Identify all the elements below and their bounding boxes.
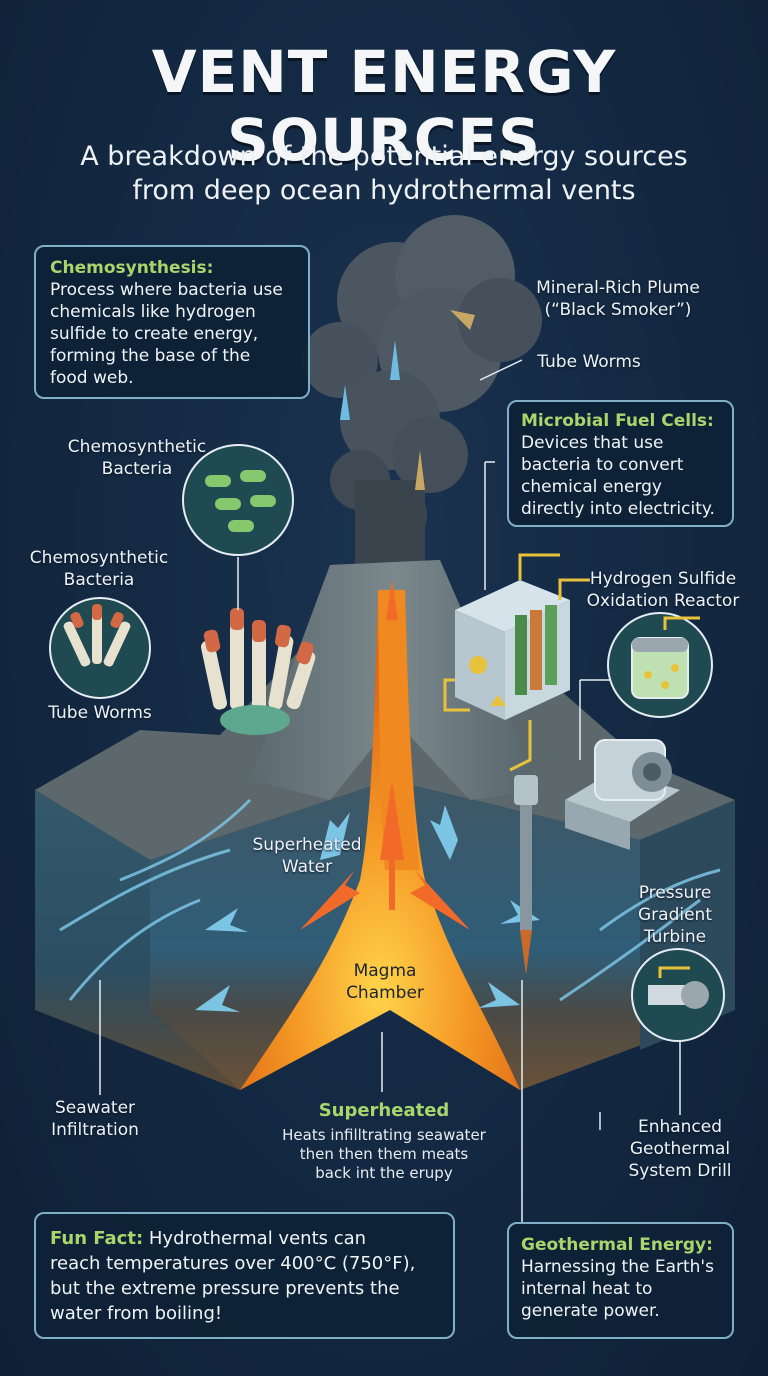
drill-icon bbox=[514, 775, 538, 975]
box-text-line: but the extreme pressure prevents the bbox=[50, 1278, 400, 1299]
smoke-plume-icon bbox=[302, 215, 542, 580]
label-line: Geothermal bbox=[629, 1139, 731, 1159]
superheated-note-text: Heats infilltrating seawater then then t… bbox=[262, 1126, 506, 1183]
label-line: Pressure bbox=[638, 883, 712, 903]
box-heading: Geothermal Energy: bbox=[521, 1235, 713, 1255]
chemosynthesis-box: Chemosynthesis: Process where bacteria u… bbox=[34, 245, 310, 399]
reactor-tank-icon bbox=[607, 612, 713, 718]
label-line: Seawater bbox=[54, 1098, 136, 1118]
label-seawater: Seawater Infiltration bbox=[30, 1097, 160, 1141]
fun-fact-first-line: Fun Fact: Hydrothermal vents can bbox=[50, 1226, 439, 1251]
box-text-line: directly into electricity. bbox=[521, 499, 715, 519]
label-line: Superheated bbox=[252, 835, 362, 855]
label-line: Water bbox=[281, 857, 333, 877]
box-heading: Fun Fact: bbox=[50, 1228, 144, 1249]
label-line: Turbine bbox=[643, 927, 707, 947]
fun-fact-box: Fun Fact: Hydrothermal vents can reach t… bbox=[34, 1212, 455, 1339]
label-line: Chemosynthetic bbox=[67, 437, 207, 457]
label-line: Bacteria bbox=[101, 459, 173, 479]
label-magma-chamber: Magma Chamber bbox=[325, 960, 445, 1004]
label-line: Mineral-Rich Plume bbox=[536, 278, 700, 298]
geothermal-energy-box: Geothermal Energy: Harnessing the Earth'… bbox=[507, 1222, 734, 1339]
turbine-gear-icon bbox=[631, 948, 725, 1042]
label-line: Chamber bbox=[346, 983, 424, 1003]
box-text-line: forming the base of the bbox=[50, 346, 251, 366]
box-text-line: water from boiling! bbox=[50, 1303, 223, 1324]
box-text-line: internal heat to bbox=[521, 1279, 653, 1299]
box-text-line: chemical energy bbox=[521, 477, 662, 497]
tube-worm-circle-icon bbox=[49, 597, 151, 699]
label-line: Oxidation Reactor bbox=[586, 591, 740, 611]
label-bacteria-1: Chemosynthetic Bacteria bbox=[52, 436, 222, 480]
label-tube-worms-left: Tube Worms bbox=[30, 702, 170, 724]
label-turbine: Pressure Gradient Turbine bbox=[620, 882, 730, 948]
box-text-line: Process where bacteria use bbox=[50, 280, 283, 300]
label-line: Magma bbox=[353, 961, 417, 981]
box-text-line: food web. bbox=[50, 368, 134, 388]
label-line: (“Black Smoker”) bbox=[544, 300, 692, 320]
note-line: then then them meats bbox=[299, 1145, 469, 1163]
microbial-fuel-cells-box: Microbial Fuel Cells: Devices that use b… bbox=[507, 400, 734, 527]
subtitle-line: from deep ocean hydrothermal vents bbox=[132, 175, 636, 206]
box-heading: Microbial Fuel Cells: bbox=[521, 411, 714, 431]
note-line: back int the erupy bbox=[315, 1164, 453, 1182]
page-title: VENT ENERGY SOURCES bbox=[151, 38, 617, 174]
label-line: Enhanced bbox=[637, 1117, 723, 1137]
superheated-note-heading: Superheated bbox=[318, 1100, 450, 1121]
box-text-line: bacteria to convert bbox=[521, 455, 684, 475]
label-line: Gradient bbox=[638, 905, 712, 925]
box-text-line: sulfide to create energy, bbox=[50, 324, 259, 344]
label-line: Infiltration bbox=[51, 1120, 139, 1140]
label-line: Tube Worms bbox=[537, 352, 641, 372]
tube-worm-cluster bbox=[200, 608, 316, 735]
page-subtitle: A breakdown of the potential energy sour… bbox=[0, 140, 768, 208]
label-bacteria-2: Chemosynthetic Bacteria bbox=[14, 547, 184, 591]
label-drill: Enhanced Geothermal System Drill bbox=[612, 1116, 748, 1182]
box-text-line: generate power. bbox=[521, 1301, 660, 1321]
fuel-cell-device-icon bbox=[443, 553, 590, 772]
label-line: Tube Worms bbox=[48, 703, 152, 723]
label-h2s-reactor: Hydrogen Sulfide Oxidation Reactor bbox=[578, 568, 748, 612]
subtitle-line: A breakdown of the potential energy sour… bbox=[80, 141, 688, 172]
label-line: Hydrogen Sulfide bbox=[589, 569, 737, 589]
label-tube-worms-top: Tube Worms bbox=[524, 351, 654, 373]
box-text-line: reach temperatures over 400°C (750°F), bbox=[50, 1253, 416, 1274]
turbine-motor-icon bbox=[565, 739, 680, 850]
label-line: Chemosynthetic bbox=[29, 548, 169, 568]
box-text-line: Hydrothermal vents can bbox=[148, 1228, 367, 1249]
box-text-line: chemicals like hydrogen bbox=[50, 302, 256, 322]
label-plume: Mineral-Rich Plume (“Black Smoker”) bbox=[508, 277, 728, 321]
label-line: Bacteria bbox=[63, 570, 135, 590]
label-superheated-water: Superheated Water bbox=[242, 834, 372, 878]
bacteria-circle-icon bbox=[182, 444, 294, 556]
note-line: Heats infilltrating seawater bbox=[282, 1126, 486, 1144]
label-line: System Drill bbox=[628, 1161, 732, 1181]
box-text-line: Harnessing the Earth's bbox=[521, 1257, 714, 1277]
box-text-line: Devices that use bbox=[521, 433, 664, 453]
box-heading: Chemosynthesis: bbox=[50, 258, 214, 278]
